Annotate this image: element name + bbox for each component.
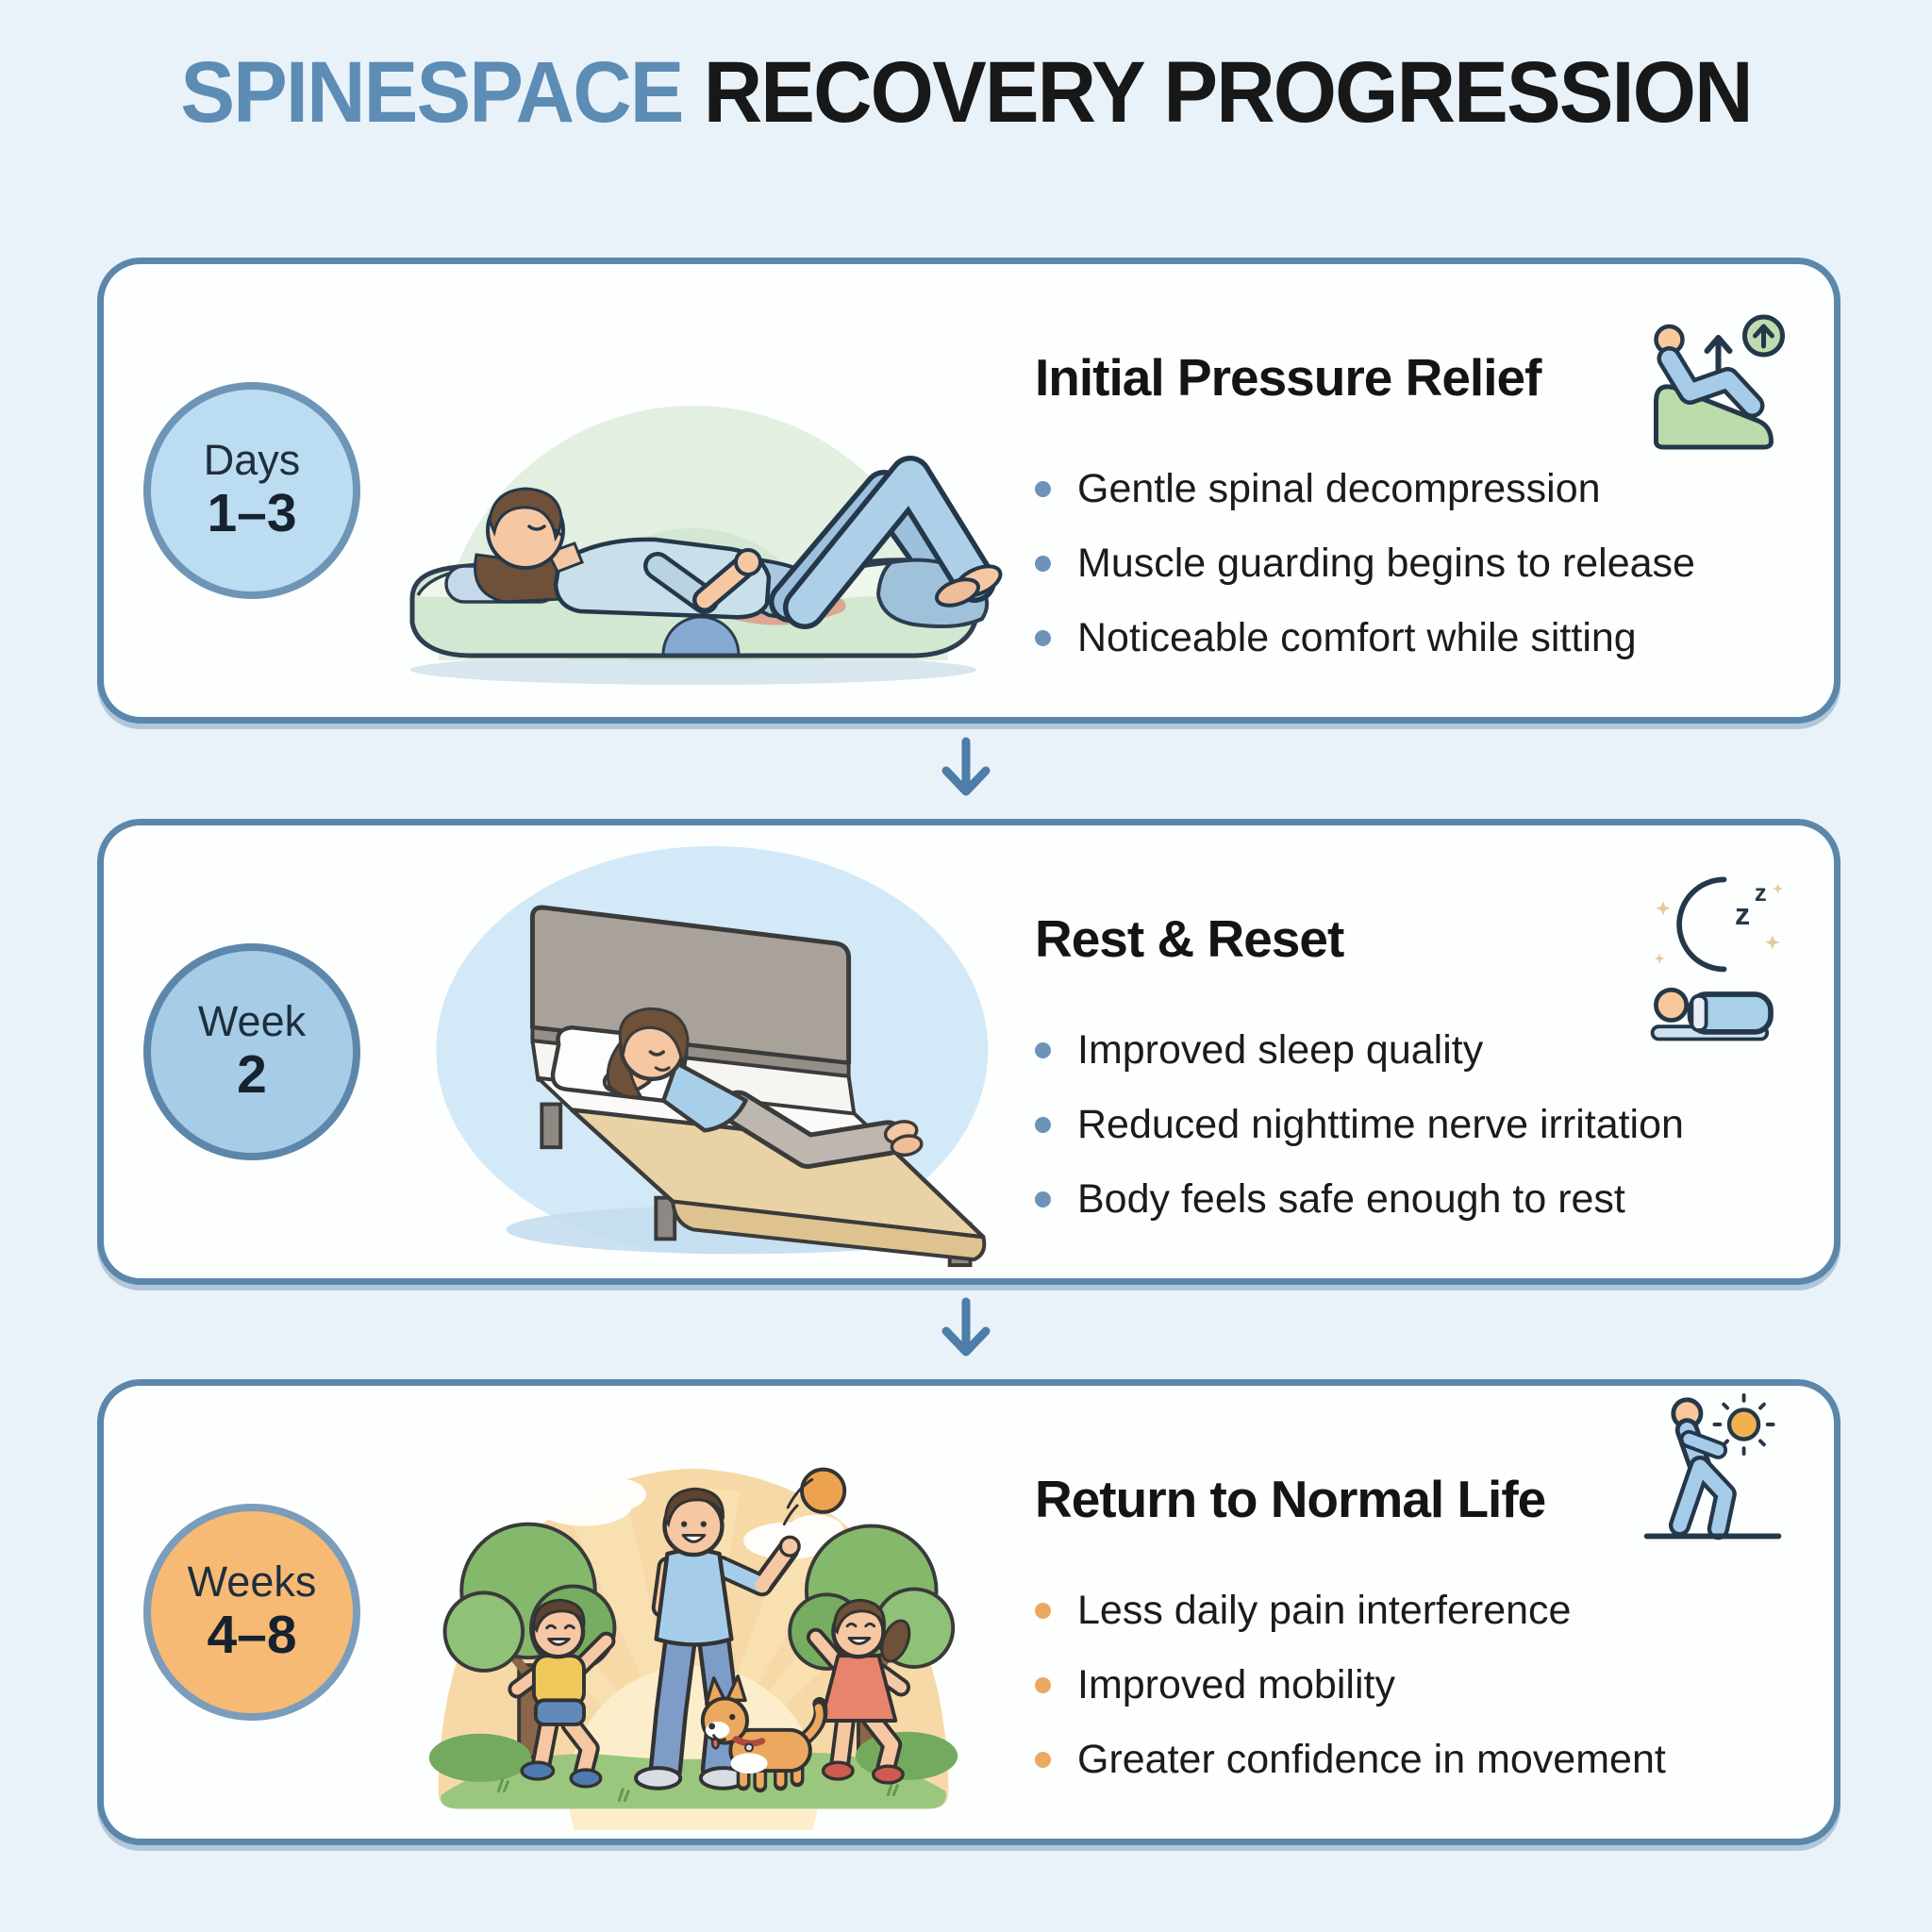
bullet-text: Improved sleep quality xyxy=(1077,1027,1484,1073)
bullet-text: Muscle guarding begins to release xyxy=(1077,541,1695,586)
bullet-dot xyxy=(1035,1603,1051,1619)
badge-label-bottom: 4–8 xyxy=(207,1605,297,1666)
bullet-list: Gentle spinal decompression Muscle guard… xyxy=(1035,466,1781,661)
bullet-item: Body feels safe enough to rest xyxy=(1035,1176,1781,1223)
bullet-item: Improved sleep quality xyxy=(1035,1027,1781,1074)
stage-panel-initial-pressure-relief: Days 1–3 xyxy=(97,258,1840,724)
stage-heading: Initial Pressure Relief xyxy=(1035,348,1541,407)
badge-label-top: Weeks xyxy=(187,1557,317,1606)
bullet-dot xyxy=(1035,1117,1051,1133)
bullet-dot xyxy=(1035,481,1051,497)
bullet-item: Greater confidence in movement xyxy=(1035,1737,1781,1783)
bullet-item: Noticeable comfort while sitting xyxy=(1035,615,1781,661)
stage-heading: Return to Normal Life xyxy=(1035,1470,1546,1528)
bullet-text: Body feels safe enough to rest xyxy=(1077,1176,1625,1222)
bullet-item: Gentle spinal decompression xyxy=(1035,466,1781,512)
stage-badge: Days 1–3 xyxy=(143,382,360,599)
svg-text:z: z xyxy=(1755,880,1767,907)
bullet-dot xyxy=(1035,1752,1051,1768)
bullet-dot xyxy=(1035,1042,1051,1058)
walking-sun-icon xyxy=(1637,1393,1792,1554)
badge-label-top: Days xyxy=(203,435,301,484)
badge-label-bottom: 1–3 xyxy=(207,483,297,544)
bullet-list: Improved sleep quality Reduced nighttime… xyxy=(1035,1027,1781,1223)
woman-sleeping-in-bed-illustration xyxy=(360,825,1025,1278)
person-lying-on-mattress-illustration xyxy=(360,264,1025,717)
bullet-item: Improved mobility xyxy=(1035,1662,1781,1708)
bullet-text: Gentle spinal decompression xyxy=(1077,466,1601,511)
page-title-brand: SPINESPACE xyxy=(180,44,684,141)
bullet-dot xyxy=(1035,1191,1051,1208)
bullet-item: Muscle guarding begins to release xyxy=(1035,541,1781,587)
bullet-text: Noticeable comfort while sitting xyxy=(1077,615,1637,660)
stage-panel-rest-and-reset: Week 2 xyxy=(97,819,1840,1285)
recline-pressure-relief-icon xyxy=(1637,311,1792,458)
down-arrow-icon xyxy=(933,1296,999,1367)
badge-label-top: Week xyxy=(197,996,307,1045)
page-title-rest: RECOVERY PROGRESSION xyxy=(703,44,1754,141)
bullet-text: Reduced nighttime nerve irritation xyxy=(1077,1102,1684,1147)
bullet-list: Less daily pain interference Improved mo… xyxy=(1035,1588,1781,1783)
sleep-moon-icon: z z xyxy=(1641,869,1792,1053)
bullet-dot xyxy=(1035,556,1051,572)
bullet-item: Less daily pain interference xyxy=(1035,1588,1781,1634)
down-arrow-icon xyxy=(933,736,999,807)
stage-badge: Weeks 4–8 xyxy=(143,1504,360,1721)
bullet-text: Less daily pain interference xyxy=(1077,1588,1572,1633)
bullet-text: Improved mobility xyxy=(1077,1662,1395,1707)
family-playing-in-park-illustration xyxy=(360,1386,1025,1839)
bullet-dot xyxy=(1035,1677,1051,1693)
stage-panel-return-to-normal-life: Weeks 4–8 xyxy=(97,1379,1840,1845)
svg-text:z: z xyxy=(1735,897,1750,931)
page-title: SPINESPACE RECOVERY PROGRESSION xyxy=(58,43,1874,142)
stage-heading: Rest & Reset xyxy=(1035,909,1344,968)
bullet-text: Greater confidence in movement xyxy=(1077,1737,1666,1782)
badge-label-bottom: 2 xyxy=(237,1044,267,1106)
bullet-dot xyxy=(1035,630,1051,646)
stage-badge: Week 2 xyxy=(143,943,360,1160)
bullet-item: Reduced nighttime nerve irritation xyxy=(1035,1102,1781,1148)
